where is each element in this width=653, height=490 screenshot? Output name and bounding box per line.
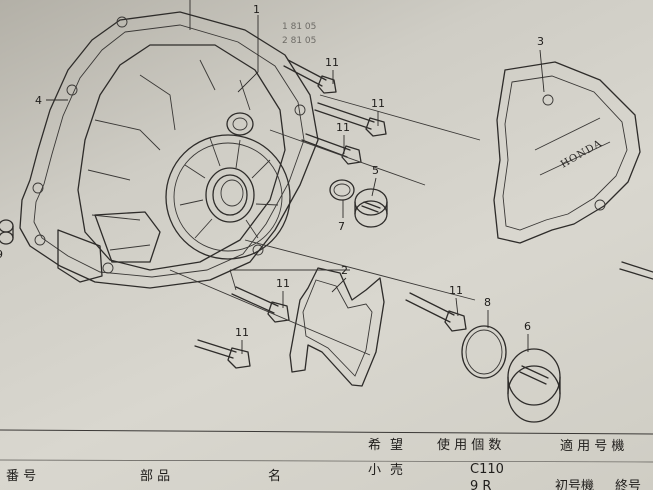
faint-code-2: 2 81 05 [282,36,316,46]
small-part-9 [0,219,14,245]
callout-2: 2 [341,264,348,277]
bolts [194,59,653,369]
header-kouri: 小 [368,463,381,478]
header-kibou: 希 [368,438,381,453]
header-applicable-model: 適 用 号 機 [560,438,624,454]
gasket [289,267,385,387]
header-nozomi: 望 [390,437,403,453]
header-part-name: 名 [268,468,281,484]
header-part-label: 部 品 [140,469,170,484]
model-code: C110 [470,462,504,477]
model-sub: 9 R [470,479,491,490]
callout-numbers: 1 2 3 4 5 6 7 8 9 11 11 11 11 11 11 [0,3,544,339]
leader-lines [46,0,545,356]
callout-3: 3 [537,35,544,48]
callout-11-e: 11 [449,284,463,297]
bleed-through-text: 1 81 05 2 81 05 [282,22,316,46]
callout-6: 6 [524,320,531,333]
callout-1: 1 [253,3,260,16]
faint-code-1: 1 81 05 [282,22,316,32]
callout-9: 9 [0,248,3,261]
sprocket-cover: HONDA [493,61,641,244]
plug-and-o-ring-lower [461,325,561,423]
header-uri: 売 [390,462,403,478]
catalog-table-header: 希 望 使 用 個 数 適 用 号 機 小 売 C110 9 R 番 号 部 品… [0,429,653,490]
callout-5: 5 [372,164,379,177]
plug-and-o-ring-upper [329,179,388,228]
callout-4: 4 [35,94,42,107]
header-usage-qty: 使 用 個 数 [437,437,501,453]
header-part-number: 番 号 [6,469,36,484]
header-first-unit: 初号機 [555,479,594,490]
header-last-unit: 終号 [615,478,641,490]
callout-11-f: 11 [235,326,249,339]
callout-11-d: 11 [276,277,290,290]
callout-11-c: 11 [336,121,350,134]
callout-8: 8 [484,296,491,309]
callout-7: 7 [338,220,345,233]
crankcase-cover [19,11,319,289]
honda-marking: HONDA [559,138,604,170]
callout-11-b: 11 [371,97,385,110]
callout-11-a: 11 [325,56,339,69]
